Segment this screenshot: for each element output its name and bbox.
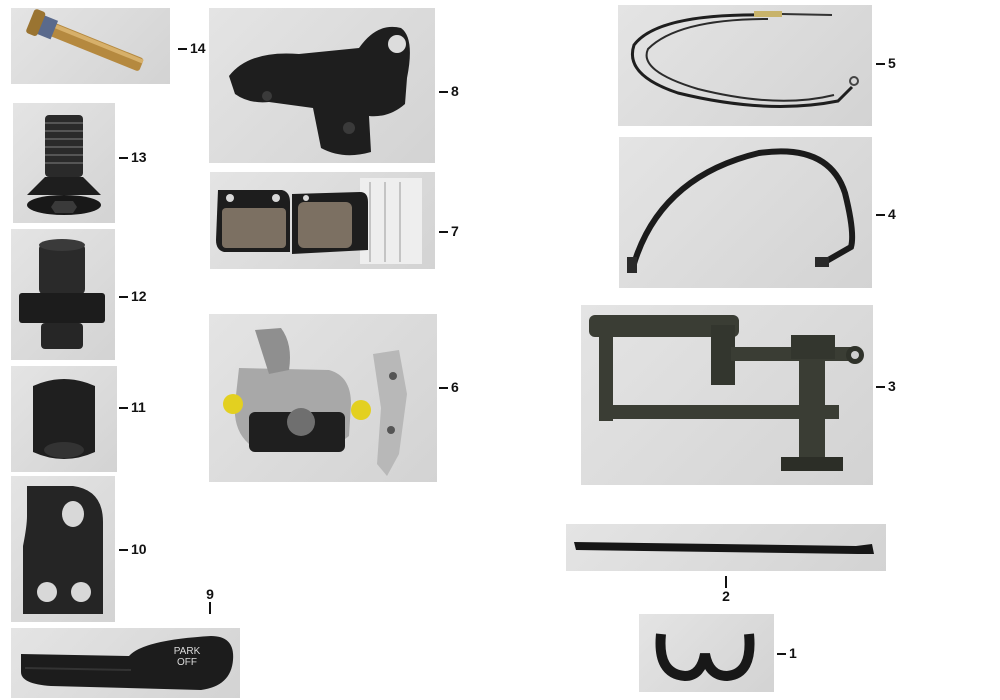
brake-pads-icon [216,178,422,264]
part-3-callout: 3 [876,378,896,394]
hose-icon [627,148,856,273]
part-8-callout: 8 [439,83,459,99]
part-3-frame-photo [581,305,873,485]
clip-icon [655,633,755,682]
part-1-clip-photo [639,614,774,692]
lever-icon [21,636,234,690]
part-7-pads-photo [210,172,435,269]
part-11-bushing-photo [11,366,117,472]
part-1-callout: 1 [777,645,797,661]
part-12-callout: 12 [119,288,147,304]
part-8-bracket-photo [209,8,435,163]
part-13-screw-photo [13,103,115,223]
part-10-callout: 10 [119,541,147,557]
lever-markings: PARK OFF [165,646,209,668]
part-6-caliper-photo [209,314,437,482]
part-5-callout: 5 [876,55,896,71]
bushing-icon [33,379,95,459]
part-9-callout: 9 [200,586,220,614]
cable-icon [631,11,859,108]
part-5-cable-photo [618,5,872,126]
screw-icon [27,115,101,215]
part-2-callout: 2 [716,576,736,604]
part-6-callout: 6 [439,379,459,395]
bracket-icon [23,486,103,614]
part-14-bolt-photo [11,8,170,84]
bolt-icon [26,9,144,71]
spacer-icon [19,239,105,349]
part-12-spacer-photo [11,229,115,360]
lever-marking-park: PARK [173,646,201,657]
part-2-tie-photo [566,524,886,571]
part-14-callout: 14 [178,40,206,56]
caliper-icon [223,328,407,476]
part-13-callout: 13 [119,149,147,165]
part-9-lever-photo: PARK OFF [11,628,240,698]
cable-tie-icon [574,542,874,554]
part-4-hose-photo [619,137,872,288]
part-10-bracket-photo [11,476,115,622]
part-4-callout: 4 [876,206,896,222]
lever-bracket-icon [229,26,410,156]
part-11-callout: 11 [119,399,146,415]
frame-icon [589,315,864,471]
part-7-callout: 7 [439,223,459,239]
lever-marking-off: OFF [177,657,197,668]
